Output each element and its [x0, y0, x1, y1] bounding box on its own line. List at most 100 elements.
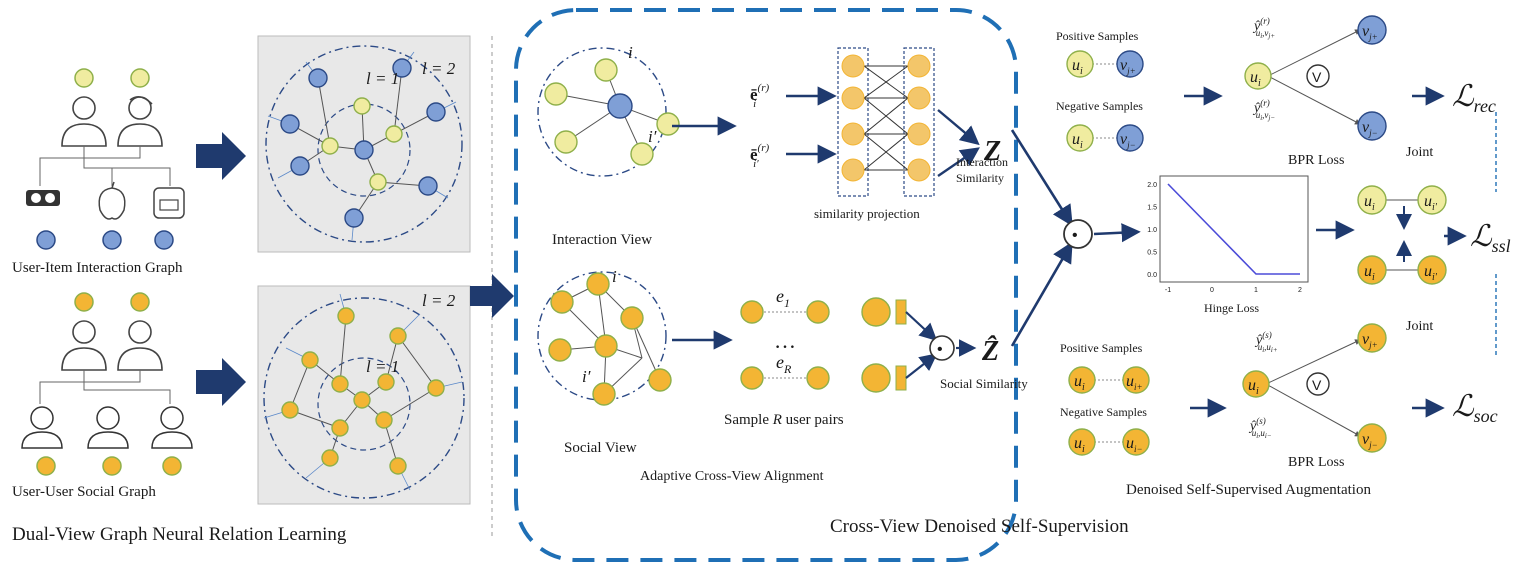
embedding-e-i: ē(r)i: [750, 82, 769, 110]
compare-icon: [1306, 372, 1330, 396]
layer-label: l = 1: [366, 357, 399, 376]
adaptive-alignment-label: Adaptive Cross-View Alignment: [640, 469, 824, 484]
user-node: [130, 292, 150, 312]
y-hat-r-pos: ŷ(r)ui,vj+: [1252, 16, 1275, 40]
svg-text:vj−: vj−: [1120, 131, 1136, 150]
bpr-loss-label: BPR Loss: [1288, 153, 1344, 168]
svg-text:ui: ui: [1364, 193, 1375, 213]
dot-symbol: •: [937, 341, 943, 358]
node-i-label: i: [612, 267, 617, 286]
negative-samples-label: Negative Samples: [1060, 405, 1147, 419]
block-arrow: [196, 358, 246, 406]
positive-samples-label: Positive Samples: [1060, 341, 1143, 355]
negative-sample-pair: ui vj−: [1066, 124, 1144, 152]
loss-ssl: ℒssl: [1470, 220, 1511, 256]
block-arrow: [470, 274, 514, 318]
user-node: [102, 456, 122, 476]
apple-icon: [98, 181, 126, 220]
social-graph-box: l = 2 l = 1: [257, 285, 471, 505]
user-user-people-group: [21, 292, 193, 476]
y-hat-r-neg: ŷ(r)ui,vj−: [1252, 98, 1275, 122]
y-tick-label: 1.0: [1147, 227, 1157, 234]
social-view-label: Social View: [564, 440, 637, 456]
user-node: [74, 292, 94, 312]
ssl-pairs: ui ui′ ui ui′: [1357, 185, 1447, 285]
svg-text:ui: ui: [1074, 373, 1085, 393]
ellipsis: …: [774, 328, 796, 353]
social-positive-pair: ui ui+: [1068, 366, 1150, 394]
child-icon: [21, 406, 193, 449]
y-tick-label: 1.5: [1147, 205, 1157, 212]
backpack-icon: [153, 187, 185, 219]
y-hat-s-pos: ŷ(s)ui,ui+: [1254, 330, 1278, 354]
dot-symbol: •: [1072, 227, 1078, 244]
hinge-plot-area: [1159, 175, 1309, 283]
positive-samples-label: Positive Samples: [1056, 29, 1139, 43]
y-hat-s-neg: ŷ(s)ui,ui−: [1248, 416, 1272, 440]
item-node: [154, 230, 174, 250]
z-symbol: Z: [983, 136, 1001, 167]
svg-text:vj+: vj+: [1362, 23, 1378, 42]
interaction-edges: [39, 146, 171, 186]
y-tick-label: 0.5: [1147, 250, 1157, 257]
dot-product-icon: [929, 335, 955, 361]
right-section-title: Denoised Self-Supervised Augmentation: [1126, 482, 1371, 498]
compare-icon: [1306, 64, 1330, 88]
sampled-user-pairs: [740, 297, 907, 393]
svg-text:ui: ui: [1250, 69, 1261, 89]
combine-dot-icon: [1063, 219, 1093, 249]
node-i-label: i: [628, 43, 633, 62]
e1-label: e1: [776, 286, 790, 310]
social-view: i i′: [537, 267, 672, 406]
glasses-icon: [26, 190, 60, 206]
er-label: eR: [776, 352, 792, 376]
social-negative-pair: ui ui−: [1068, 428, 1150, 456]
svg-text:ui: ui: [1072, 131, 1083, 151]
node-i-prime-label: i′: [648, 127, 657, 146]
interaction-view: i i′: [537, 43, 680, 177]
interaction-view-label: Interaction View: [552, 232, 652, 248]
layer-label: l = 2: [422, 291, 456, 310]
interaction-graph-box: l = 1 l = 2: [257, 35, 471, 253]
joint-label: Joint: [1406, 319, 1433, 334]
layer-label: l = 2: [422, 59, 456, 78]
left-section-title: Dual-View Graph Neural Relation Learning: [12, 524, 347, 545]
layer-label: l = 1: [366, 69, 399, 88]
hinge-loss-title: Hinge Loss: [1204, 301, 1259, 315]
similarity-projection-label: similarity projection: [814, 206, 920, 221]
node-i-prime-label: i′: [582, 367, 591, 386]
svg-text:ui: ui: [1074, 435, 1085, 455]
svg-text:ui: ui: [1248, 377, 1259, 397]
sample-pairs-label: Sample R user pairs: [724, 412, 844, 428]
interaction-similarity-label: Similarity: [956, 171, 1004, 185]
similarity-projection-network: [837, 47, 935, 197]
positive-sample-pair: ui vj+: [1066, 50, 1144, 78]
svg-text:ui: ui: [1072, 57, 1083, 77]
svg-text:vj+: vj+: [1120, 57, 1136, 76]
svg-text:ui′: ui′: [1424, 193, 1438, 213]
user-item-people-group: [26, 68, 185, 250]
svg-text:V: V: [1312, 69, 1322, 85]
interaction-similarity-label: Interaction: [956, 155, 1008, 169]
z-hat-symbol: Ẑ: [981, 336, 999, 367]
x-tick-label: 1: [1254, 287, 1258, 294]
loss-soc: ℒsoc: [1452, 390, 1498, 426]
x-tick-label: 2: [1298, 287, 1302, 294]
negative-samples-label: Negative Samples: [1056, 99, 1143, 113]
joint-label: Joint: [1406, 145, 1433, 160]
embedding-e-i-prime: ē(r)i′: [750, 142, 769, 170]
svg-text:vj+: vj+: [1362, 331, 1378, 350]
svg-text:ui′: ui′: [1424, 263, 1438, 283]
svg-text:ui+: ui+: [1126, 373, 1143, 392]
x-tick-label: 0: [1210, 287, 1214, 294]
y-tick-label: 0.0: [1147, 272, 1157, 279]
svg-text:vj−: vj−: [1362, 431, 1378, 450]
interaction-graph-label: User-Item Interaction Graph: [12, 260, 183, 276]
block-arrow: [196, 132, 246, 180]
social-similarity-label: Social Similarity: [940, 376, 1028, 391]
person-icon: [61, 320, 163, 371]
svg-text:V: V: [1312, 377, 1322, 393]
svg-text:ui−: ui−: [1126, 435, 1143, 454]
cross-view-dashed-box: [514, 8, 1018, 562]
hinge-series-line: [1167, 183, 1300, 275]
